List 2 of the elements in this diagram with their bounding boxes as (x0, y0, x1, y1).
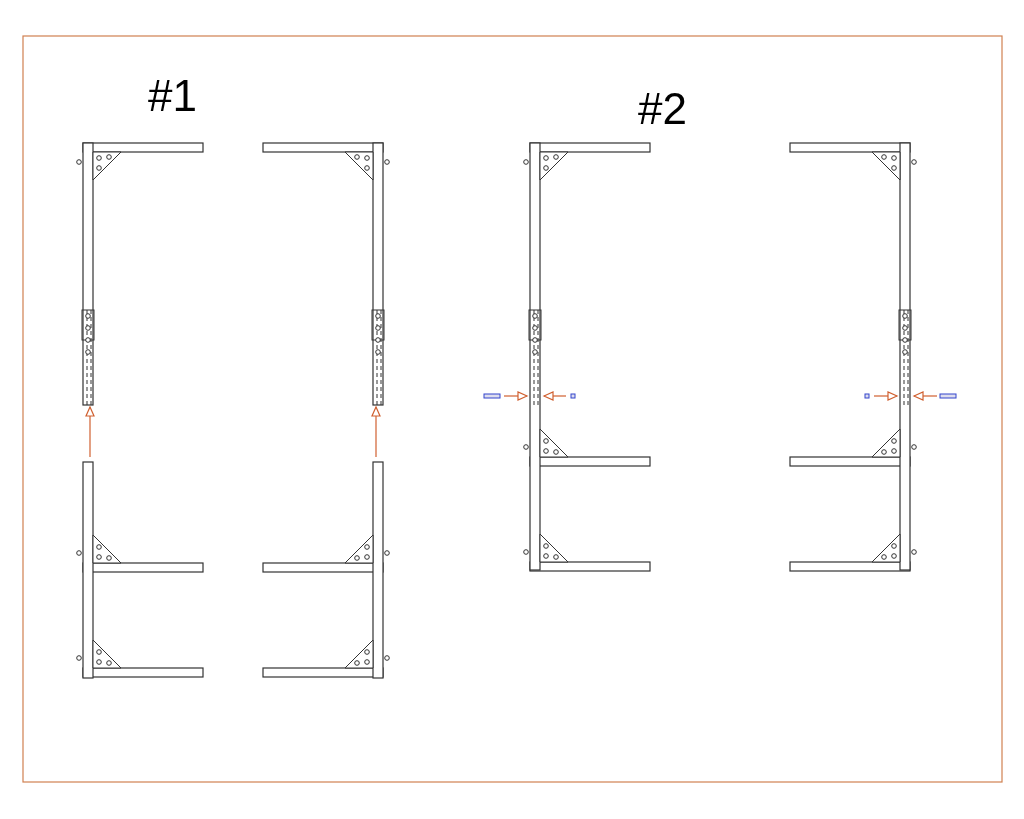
assembly-number: #1 (148, 72, 197, 120)
assembly-number: #2 (638, 85, 687, 133)
